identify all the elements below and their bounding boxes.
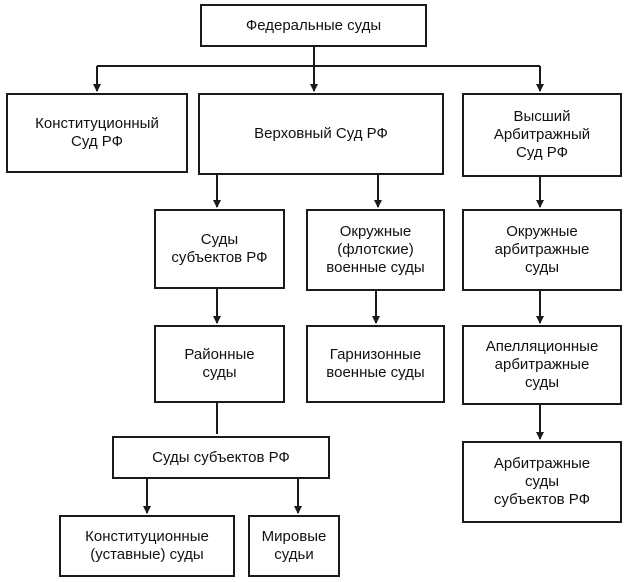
magistrate-judges-box: Мировые судьи [248,515,340,577]
constitutional-charter-courts-box: Конституционные (уставные) суды [59,515,235,577]
arbitration-district-courts-box: Окружные арбитражные суды [462,209,622,291]
supreme-arbitration-court-box: Высший Арбитражный Суд РФ [462,93,622,177]
subject-courts-label: Суды субъектов РФ [171,231,268,266]
district-courts-label: Районные суды [184,346,255,381]
district-courts-box: Районные суды [154,325,285,403]
garrison-courts-box: Гарнизонные военные суды [306,325,445,403]
supreme-court-label: Верховный Суд РФ [254,125,388,143]
military-district-courts-label: Окружные (флотские) военные суды [326,223,425,276]
arbitration-district-courts-label: Окружные арбитражные суды [494,223,590,276]
subject-courts-box: Суды субъектов РФ [154,209,285,289]
subject-courts-lower-label: Суды субъектов РФ [152,448,290,466]
constitutional-charter-courts-label: Конституционные (уставные) суды [85,528,209,563]
supreme-arbitration-court-label: Высший Арбитражный Суд РФ [493,108,591,161]
appeal-arbitration-courts-label: Апелляционные арбитражные суды [485,338,599,391]
subject-courts-lower-box: Суды субъектов РФ [112,436,330,479]
arbitration-subject-courts-box: Арбитражные суды субъектов РФ [462,441,622,523]
supreme-court-box: Верховный Суд РФ [198,93,444,175]
constitutional-court-label: Конституционный Суд РФ [35,115,159,150]
federal-courts-box: Федеральные суды [200,4,427,47]
arbitration-subject-courts-label: Арбитражные суды субъектов РФ [493,455,591,508]
magistrate-judges-label: Мировые судьи [261,528,327,563]
federal-courts-label: Федеральные суды [245,16,382,34]
appeal-arbitration-courts-box: Апелляционные арбитражные суды [462,325,622,405]
garrison-courts-label: Гарнизонные военные суды [326,346,425,381]
constitutional-court-box: Конституционный Суд РФ [6,93,188,173]
military-district-courts-box: Окружные (флотские) военные суды [306,209,445,291]
